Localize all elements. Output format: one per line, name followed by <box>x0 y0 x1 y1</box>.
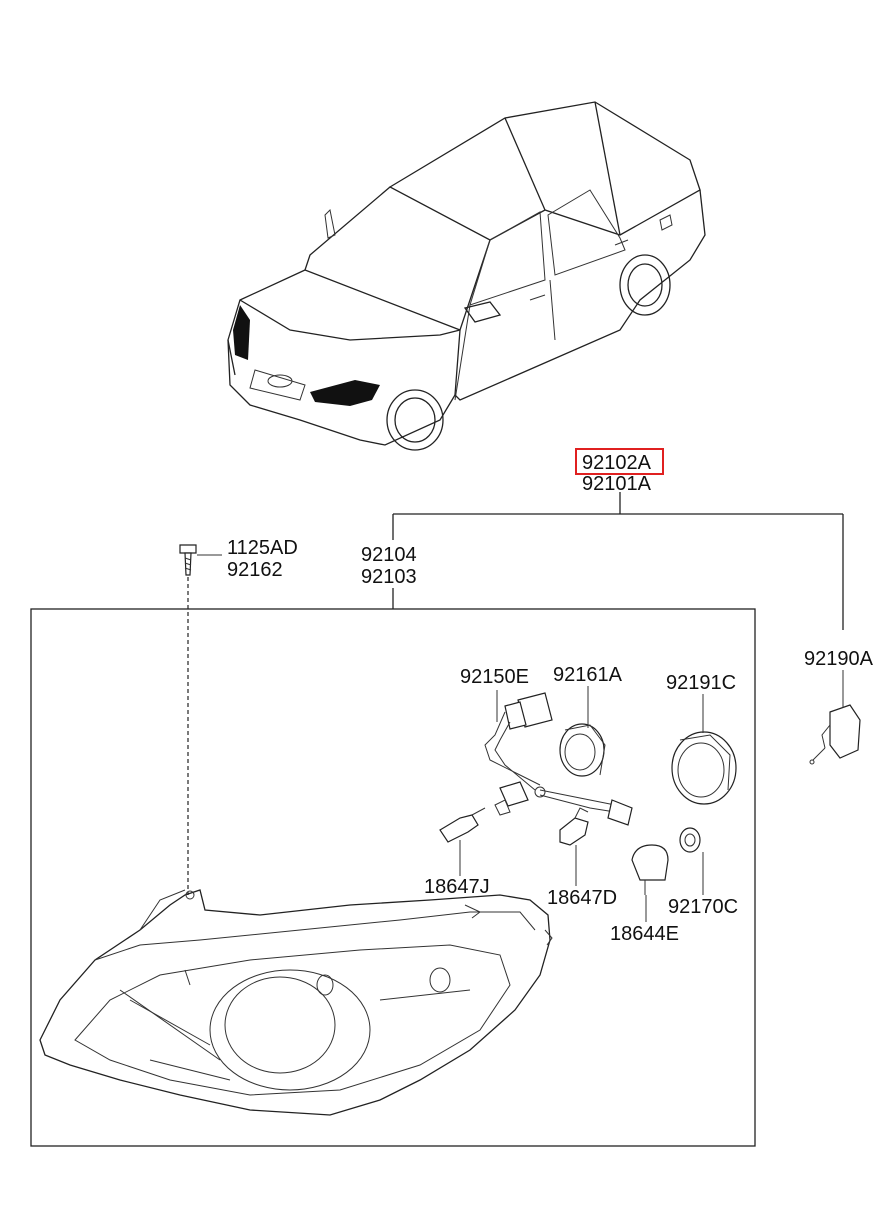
label-18644e[interactable]: 18644E <box>610 923 679 945</box>
label-92162[interactable]: 92162 <box>227 559 283 581</box>
wiring-harness-illustration <box>484 692 633 826</box>
label-92102a[interactable]: 92102A <box>582 452 652 474</box>
label-92191c[interactable]: 92191C <box>666 672 736 694</box>
car-illustration <box>227 101 706 451</box>
cap-92191c-illustration <box>671 731 737 805</box>
bulb-18647d-illustration <box>559 807 589 846</box>
label-92103[interactable]: 92103 <box>361 566 417 588</box>
assembly-box <box>30 608 756 1147</box>
part-labels: 92102A 92101A 92104 92103 1125AD 92162 9… <box>227 452 874 945</box>
label-92104[interactable]: 92104 <box>361 544 417 566</box>
actuator-92190a-illustration <box>809 704 861 765</box>
headlamp-assembly-illustration <box>39 889 553 1116</box>
label-92190a[interactable]: 92190A <box>804 648 874 670</box>
label-1125ad[interactable]: 1125AD <box>227 537 298 559</box>
leader-lines <box>187 492 844 895</box>
selected-part-highlight <box>575 448 664 475</box>
label-92150e[interactable]: 92150E <box>460 666 529 688</box>
label-18647j[interactable]: 18647J <box>424 876 490 898</box>
label-92161a[interactable]: 92161A <box>553 664 623 686</box>
label-18647d[interactable]: 18647D <box>547 887 617 909</box>
bulb-18647j-illustration <box>439 807 486 843</box>
cap-92161a-illustration <box>559 723 606 777</box>
label-92170c[interactable]: 92170C <box>668 896 738 918</box>
bulb-18644e-illustration <box>631 844 669 895</box>
part-leaders <box>459 670 844 922</box>
screw-icon <box>179 544 197 576</box>
label-92101a[interactable]: 92101A <box>582 473 652 495</box>
socket-92170c-illustration <box>679 827 701 853</box>
